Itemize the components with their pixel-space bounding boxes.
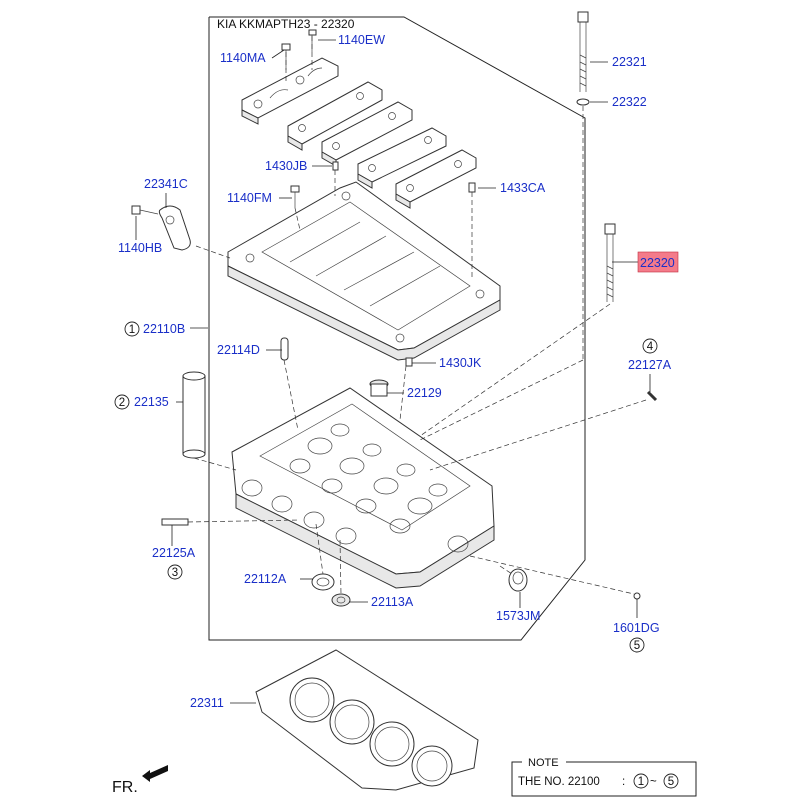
head-gasket-22311 <box>255 649 479 791</box>
note-tilde: ~ <box>650 776 657 788</box>
label-1140FM[interactable]: 1140FM <box>227 191 272 205</box>
diagram-title: KIA KKMAPTH23 - 22320 <box>217 17 355 31</box>
label-22129[interactable]: 22129 <box>407 386 442 400</box>
label-22311[interactable]: 22311 <box>190 696 224 710</box>
bolt-1140FM <box>290 185 300 208</box>
label-22320[interactable]: 22320 <box>640 256 675 270</box>
note-colon: : <box>622 776 625 788</box>
camshaft-cap-2 <box>287 81 383 151</box>
seal-22112A <box>311 573 335 591</box>
label-1601DG[interactable]: 1601DG <box>613 621 660 635</box>
camshaft-cap-1 <box>241 57 339 125</box>
label-1430JB[interactable]: 1430JB <box>265 159 307 173</box>
label-22135[interactable]: 22135 <box>134 395 169 409</box>
label-22125A[interactable]: 22125A <box>152 546 196 560</box>
pin-22127A <box>646 390 658 402</box>
camshaft-cap-4 <box>357 127 447 189</box>
callout-circle-3: 3 <box>167 564 183 580</box>
label-22321[interactable]: 22321 <box>612 55 647 69</box>
label-1430JK[interactable]: 1430JK <box>439 356 482 370</box>
label-1140MA[interactable]: 1140MA <box>220 51 266 65</box>
callout-circle-5: 5 <box>629 637 645 653</box>
label-1433CA[interactable]: 1433CA <box>500 181 546 195</box>
plug-1573JM <box>508 568 528 592</box>
label-22114D[interactable]: 22114D <box>217 343 260 357</box>
label-22112A[interactable]: 22112A <box>244 572 287 586</box>
note-box: NOTE THE NO. 22100 : 1 ~ 5 <box>511 757 697 797</box>
label-22341C[interactable]: 22341C <box>144 177 188 191</box>
camshaft-ladder-frame <box>227 181 501 361</box>
bolt-22321 <box>577 11 589 92</box>
svg-text:4: 4 <box>647 341 654 353</box>
callout-circle-2: 2 <box>114 394 130 410</box>
highlight-22320 <box>637 251 679 273</box>
callout-circle-1: 1 <box>124 321 140 337</box>
label-1140EW[interactable]: 1140EW <box>338 33 385 47</box>
dowel-1430JB <box>332 161 339 171</box>
label-22127A[interactable]: 22127A <box>628 358 672 372</box>
camshaft-cap-5 <box>395 149 477 209</box>
dashed-guides <box>187 36 647 595</box>
label-1573JM[interactable]: 1573JM <box>496 609 540 623</box>
pin-22125A <box>161 518 189 526</box>
dowel-1430JK <box>405 357 413 367</box>
label-22113A[interactable]: 22113A <box>371 595 414 609</box>
tube-22135 <box>182 371 206 459</box>
camshaft-cap-3 <box>321 101 413 167</box>
callout-circle-4: 4 <box>642 338 658 354</box>
bracket-22341C <box>158 205 191 251</box>
label-1140HB[interactable]: 1140HB <box>118 241 162 255</box>
leader-lines <box>135 39 651 704</box>
note-circle-1: 1 <box>638 776 644 788</box>
washer-22322 <box>576 98 590 106</box>
bolt-1140EW <box>308 29 317 52</box>
svg-text:1: 1 <box>129 324 135 336</box>
bolt-1140HB <box>131 205 159 215</box>
note-text: THE NO. 22100 <box>518 776 600 788</box>
assembly-frame <box>208 16 586 641</box>
plug-1601DG <box>633 592 641 600</box>
bolt-22320 <box>604 223 616 302</box>
note-circle-5: 5 <box>668 776 674 788</box>
front-direction-label: FR. <box>112 779 138 796</box>
front-arrow-icon <box>142 765 168 782</box>
label-22322[interactable]: 22322 <box>612 95 647 109</box>
cylinder-head <box>231 387 495 589</box>
svg-text:3: 3 <box>172 567 178 579</box>
svg-text:5: 5 <box>634 640 640 652</box>
dowel-1433CA <box>468 182 476 193</box>
seal-22113A <box>331 593 351 607</box>
svg-text:2: 2 <box>119 397 125 409</box>
note-title: NOTE <box>528 757 559 769</box>
plug-22129 <box>369 379 389 397</box>
pin-22114D <box>280 337 289 361</box>
label-22110B[interactable]: 22110B <box>143 322 185 336</box>
